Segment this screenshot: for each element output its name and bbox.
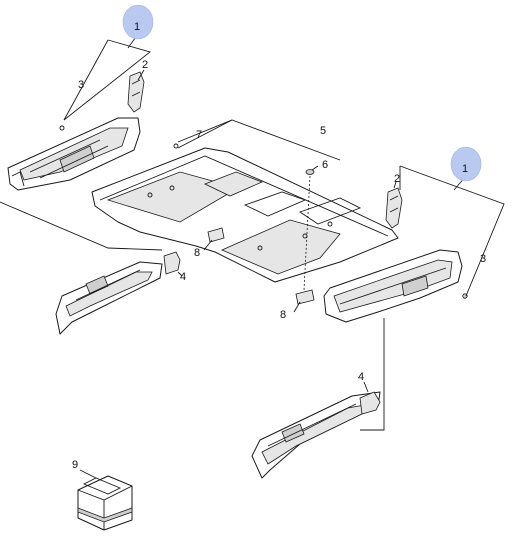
right-roof-rail-trim-panel <box>323 249 463 323</box>
left-pillar-trim-panel <box>55 261 163 335</box>
fastener-7 <box>173 143 179 149</box>
headliner-panel <box>91 147 399 283</box>
callout-1-right: 1 <box>462 163 468 175</box>
callout-7: 7 <box>196 129 202 141</box>
callout-2-right: 2 <box>394 173 400 185</box>
left-clip-8 <box>207 227 225 243</box>
leader-lines <box>0 33 505 479</box>
callout-1-right-highlight <box>450 146 482 182</box>
callout-2-left: 2 <box>142 59 148 71</box>
left-bracket-4 <box>163 251 181 275</box>
center-clip-8 <box>295 289 315 305</box>
callout-8-center: 8 <box>280 309 286 321</box>
right-bracket-4 <box>359 391 381 415</box>
callout-8-left: 8 <box>194 247 200 259</box>
callout-6: 6 <box>322 159 328 171</box>
right-pillar-trim-panel <box>251 391 381 479</box>
callout-1-left: 1 <box>134 21 140 33</box>
callout-5: 5 <box>320 125 326 137</box>
callout-3-right: 3 <box>480 253 486 265</box>
callout-9: 9 <box>72 459 78 471</box>
adhesive-kit-box <box>77 475 133 531</box>
fastener-6 <box>305 169 315 175</box>
callout-4-right: 4 <box>358 371 364 383</box>
fastener-3-left <box>59 125 65 131</box>
callout-4-left: 4 <box>180 271 186 283</box>
callout-1-left-highlight <box>122 4 154 40</box>
right-grab-handle-bracket <box>385 187 403 229</box>
callout-3-left: 3 <box>78 79 84 91</box>
left-grab-handle-bracket <box>127 71 145 113</box>
left-roof-rail-trim-panel <box>7 117 141 191</box>
